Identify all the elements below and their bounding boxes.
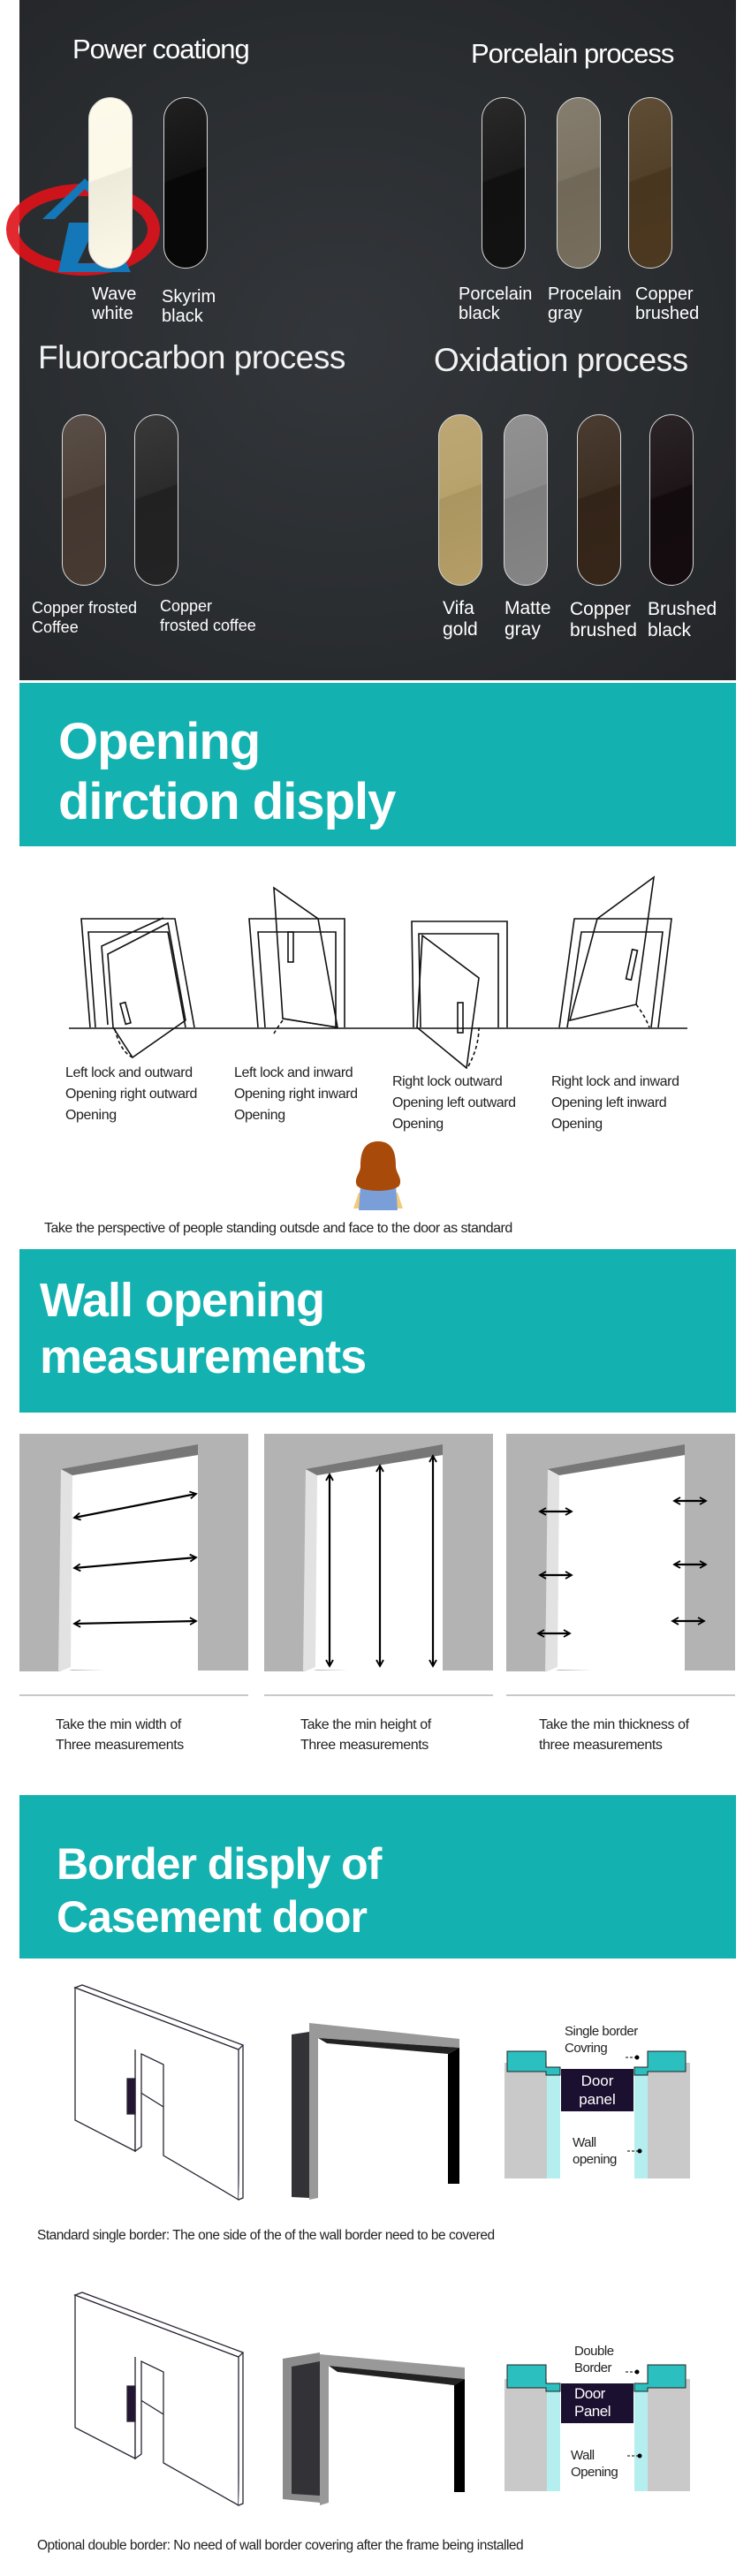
swatch-copper-brushed: [628, 97, 672, 269]
perspective-note: Take the perspective of people standing …: [44, 1221, 512, 1236]
min-width-panel: [19, 1434, 249, 1696]
wall-with-opening: [73, 1984, 245, 2201]
min-height-panel: [263, 1434, 494, 1696]
swatch-brushed-black: [649, 414, 694, 586]
porcelain-process-title: Porcelain process: [471, 38, 674, 69]
wall-measurement-diagrams: [19, 1434, 736, 1696]
swatch-copper-frosted-coffee: [62, 414, 106, 586]
double-border-cross-section: [504, 2364, 690, 2491]
double-border-3d-diagram: [73, 2292, 465, 2507]
border-display-header: [19, 1795, 736, 1959]
double-border-caption: Optional double border: No need of wall …: [37, 2538, 524, 2553]
swatch-vifa-gold: [438, 414, 482, 586]
thickness-arrows: [536, 1496, 708, 1638]
oxidation-process-title: Oxidation process: [434, 342, 688, 378]
swatch-procelain-gray: [557, 97, 601, 269]
door-frame-single: [292, 2023, 459, 2200]
swatch-wave-white: [88, 97, 133, 269]
door-left-lock-inward: [248, 886, 345, 1034]
single-border-3d-diagram: [73, 1984, 459, 2201]
height-arrows: [325, 1454, 437, 1668]
wall-opening-header: [19, 1249, 736, 1413]
power-coating-title: Power coationg: [72, 34, 250, 64]
door-frame-double: [283, 2352, 465, 2505]
single-border-cross-section: [504, 2050, 690, 2178]
opening-direction-header: [19, 683, 736, 846]
fluorocarbon-process-title: Fluorocarbon process: [38, 339, 345, 375]
swatch-copper-frosted-coffee-2: [134, 414, 178, 586]
width-arrows: [72, 1490, 198, 1628]
person-viewer-icon: [353, 1141, 403, 1210]
swatch-copper-brushed-oxidation: [577, 414, 621, 586]
swatch-matte-gray: [504, 414, 548, 586]
single-border-caption: Standard single border: The one side of …: [37, 2228, 495, 2243]
swatch-skyrim-black: [163, 97, 208, 269]
door-right-lock-inward: [558, 875, 672, 1028]
min-thickness-panel: [505, 1434, 736, 1696]
swatch-porcelain-black: [482, 97, 526, 269]
zhtdoors-watermark-logo: [6, 178, 160, 276]
door-opening-diagrams: [69, 875, 687, 1069]
door-right-lock-outward: [411, 921, 508, 1069]
door-left-lock-outward: [80, 917, 195, 1059]
wall-with-opening: [73, 2292, 245, 2507]
